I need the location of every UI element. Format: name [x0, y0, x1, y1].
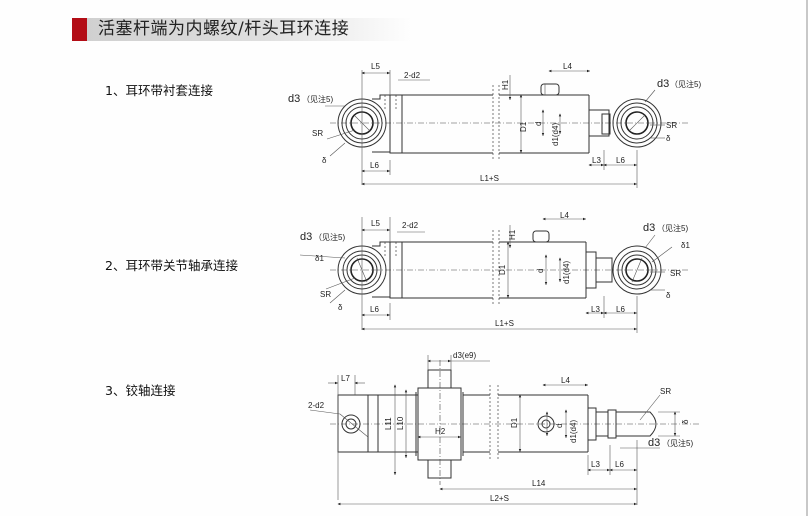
- dim-d3-right: d3: [643, 222, 655, 234]
- dim-L11: L11: [384, 417, 393, 430]
- dim-SR-left: SR: [320, 290, 331, 299]
- dim-L5: L5: [371, 219, 380, 228]
- drawing-3-trunnion: L7 2-d2 d3(e9) L11 L10 H2 D1 L4 d d1(d4)…: [308, 351, 700, 506]
- dim-L5: L5: [371, 62, 380, 71]
- section-label-3: 3、铰轴连接: [105, 383, 176, 398]
- drawing-2-ear-ring-joint-bearing: L5 2-d2 d3 （见注5) δ1 SR δ L6 L1+S L4 H1 D…: [299, 211, 690, 333]
- drawing-1-ear-ring-bushing: L5 2-d2 d3 （见注5) SR δ L6 L1+S L4 H1 D1 d…: [288, 62, 701, 188]
- dim-d: d: [536, 269, 545, 273]
- section-header-bar: [72, 18, 412, 41]
- note-5-right: （见注5): [657, 223, 688, 233]
- dim-L6-left: L6: [370, 161, 379, 170]
- dim-L10: L10: [396, 416, 405, 430]
- dim-L6-right: L6: [616, 156, 625, 165]
- dim-d1-d4: d1(d4): [569, 420, 578, 443]
- dim-d: d: [534, 122, 543, 126]
- dim-d: d: [555, 424, 564, 428]
- dim-L1+S: L1+S: [480, 174, 499, 183]
- dim-SR-right: SR: [666, 121, 677, 130]
- note-5: （见注5): [662, 438, 693, 448]
- dim-delta: δ: [681, 419, 690, 424]
- dim-L2+S: L2+S: [490, 494, 509, 503]
- dim-SR-left: SR: [312, 129, 323, 138]
- note-5-right: （见注5): [670, 79, 701, 89]
- dim-2-d2: 2-d2: [308, 401, 325, 410]
- dim-L14: L14: [532, 479, 546, 488]
- dim-D1: D1: [510, 417, 519, 428]
- dim-L3: L3: [591, 305, 600, 314]
- dim-H2: H2: [435, 427, 446, 436]
- dim-d1-d4: d1(d4): [551, 123, 560, 146]
- note-5-left: （见注5): [302, 94, 333, 104]
- section-label-2: 2、耳环带关节轴承连接: [105, 258, 238, 273]
- dim-L6-right: L6: [616, 305, 625, 314]
- dim-D1: D1: [519, 121, 528, 132]
- dim-SR: SR: [660, 387, 671, 396]
- dim-L4: L4: [560, 211, 569, 220]
- section-label-1: 1、耳环带衬套连接: [105, 83, 213, 98]
- dim-2-d2: 2-d2: [402, 221, 419, 230]
- dim-L3: L3: [592, 156, 601, 165]
- dim-L1+S: L1+S: [495, 319, 514, 328]
- dim-L4: L4: [561, 376, 570, 385]
- dim-delta-right: δ: [666, 291, 671, 300]
- dim-d3-left: d3: [300, 231, 312, 243]
- dim-delta1-right: δ1: [681, 241, 690, 250]
- dim-L3: L3: [591, 460, 600, 469]
- note-5-left: （见注5): [314, 232, 345, 242]
- dim-delta-left: δ: [338, 303, 343, 312]
- dim-delta-right: δ: [666, 134, 671, 143]
- dim-d3-left: d3: [288, 93, 300, 105]
- section-header-title: 活塞杆端为内螺纹/杆头耳环连接: [98, 19, 350, 39]
- page-right-border: [806, 0, 808, 516]
- dim-d1-d4: d1(d4): [562, 261, 571, 284]
- section-header-accent: [72, 18, 87, 41]
- dim-SR-right: SR: [670, 269, 681, 278]
- dim-L6: L6: [615, 460, 624, 469]
- dim-delta1-left: δ1: [315, 254, 324, 263]
- dim-L4: L4: [563, 62, 572, 71]
- dim-H1: H1: [501, 79, 510, 90]
- dim-delta-left: δ: [322, 156, 327, 165]
- dim-L7: L7: [341, 374, 350, 383]
- dim-d3-e9: d3(e9): [453, 351, 476, 360]
- dim-L6-left: L6: [370, 305, 379, 314]
- dim-2-d2: 2-d2: [404, 71, 421, 80]
- dim-H1: H1: [508, 229, 517, 240]
- dim-D1: D1: [498, 264, 507, 275]
- dim-d3: d3: [648, 437, 660, 449]
- dim-d3-right: d3: [657, 78, 669, 90]
